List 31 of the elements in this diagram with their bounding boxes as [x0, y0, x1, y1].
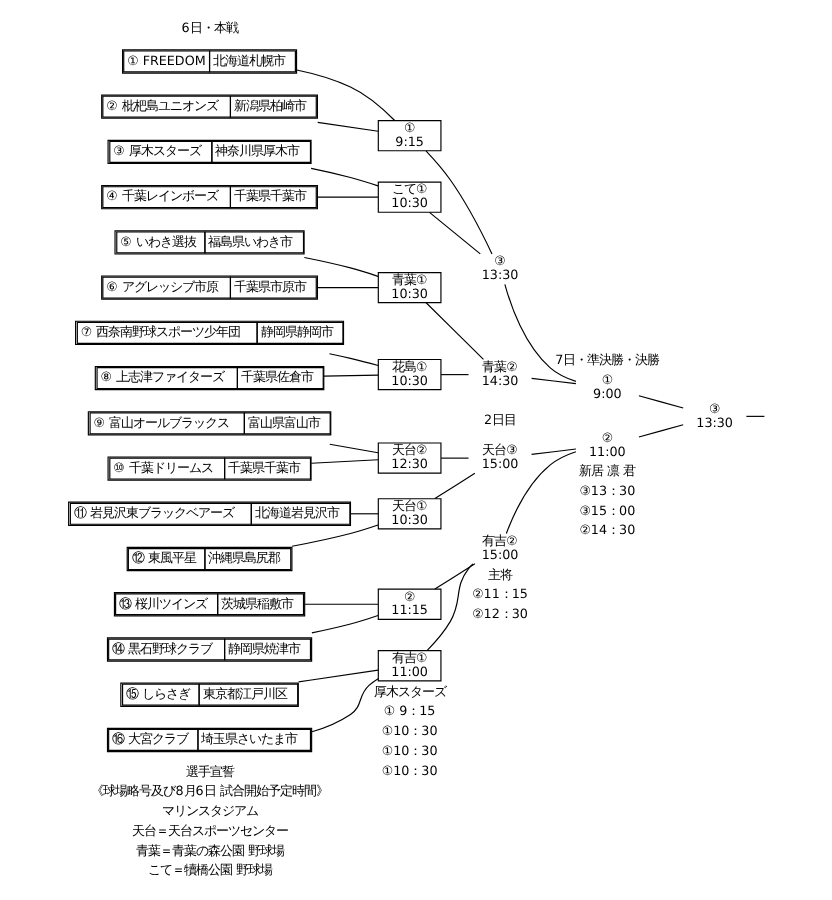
- connector: [439, 457, 469, 459]
- connector: [328, 443, 378, 454]
- connector: [530, 377, 576, 385]
- connector: [327, 353, 378, 367]
- connector: [503, 283, 576, 382]
- connector: [310, 678, 378, 733]
- connector: [309, 459, 378, 464]
- connector: [322, 374, 378, 377]
- connector: [530, 448, 576, 455]
- connector: [744, 415, 764, 417]
- connector: [427, 211, 480, 255]
- connector: [637, 424, 683, 438]
- connector: [433, 472, 475, 500]
- connector: [309, 167, 378, 187]
- connector: [316, 287, 378, 289]
- connector: [303, 603, 378, 605]
- connector: [297, 669, 378, 683]
- connector: [349, 513, 378, 515]
- connector: [637, 395, 683, 409]
- connector: [424, 150, 492, 255]
- connector: [290, 524, 378, 547]
- connector: [424, 302, 484, 360]
- connector: [302, 256, 378, 277]
- connector: [439, 374, 469, 376]
- connector: [295, 69, 395, 122]
- connector: [310, 614, 378, 634]
- connector: [504, 451, 576, 535]
- connector: [316, 196, 378, 198]
- connector: [433, 563, 475, 590]
- connector: [425, 563, 473, 652]
- connector: [316, 121, 378, 132]
